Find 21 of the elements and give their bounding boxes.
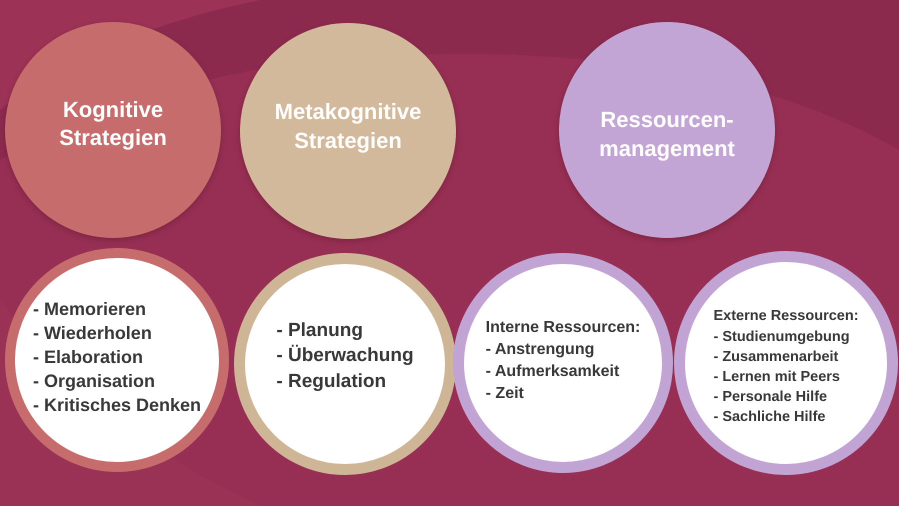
list-heading: Interne Ressourcen:	[486, 318, 640, 338]
list-item: - Kritisches Denken	[32, 394, 202, 417]
list-item: - Sachliche Hilfe	[713, 408, 826, 428]
list-item: - Elaboration	[32, 346, 143, 369]
list-item: - Personale Hilfe	[713, 388, 828, 408]
list-item: - Überwachung	[276, 344, 414, 368]
list-item: - Zusammenarbeit	[713, 348, 838, 367]
list-item: - Lernen mit Peers	[713, 368, 840, 387]
list-item: - Memorieren	[32, 298, 146, 321]
list-item: - Regulation	[276, 370, 386, 394]
list-heading: Externe Ressourcen:	[713, 307, 859, 326]
list-item: - Wiederholen	[32, 322, 152, 345]
list-item: - Studienumgebung	[713, 328, 850, 347]
list-item: - Organisation	[32, 370, 155, 393]
list-item: - Anstrengung	[486, 340, 594, 360]
list-item: - Aufmerksamkeit	[486, 362, 620, 382]
list-item: - Zeit	[486, 384, 524, 404]
list-item: - Planung	[276, 318, 363, 343]
category-title: Metakognitive Strategien	[274, 98, 422, 155]
category-title: Ressourcen-management	[598, 106, 736, 163]
category-title: Kognitive Strategien	[58, 96, 168, 152]
